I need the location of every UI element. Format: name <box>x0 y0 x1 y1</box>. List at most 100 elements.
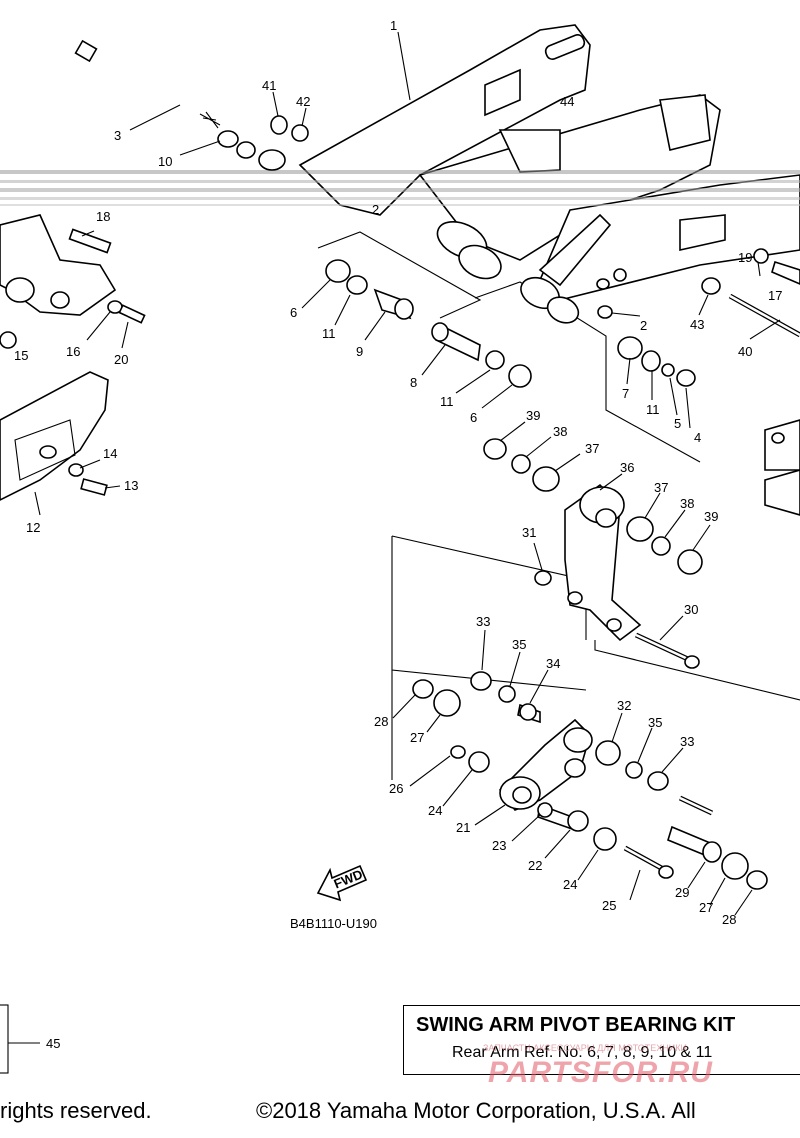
diagram-code: B4B1110-U190 <box>290 916 377 931</box>
chain-guide-right <box>764 419 800 516</box>
collar-9 <box>373 288 414 320</box>
callout: 3 <box>114 128 121 143</box>
callout: 30 <box>684 602 698 617</box>
callout: 18 <box>96 209 110 224</box>
callout: 4 <box>694 430 701 445</box>
collar-29 <box>667 825 722 863</box>
bearing-32 <box>595 740 621 766</box>
callout: 40 <box>738 344 752 359</box>
callout: 31 <box>522 525 536 540</box>
kit-title: SWING ARM PIVOT BEARING KIT <box>416 1014 736 1036</box>
seal-24a <box>468 751 490 773</box>
nut-4 <box>676 369 696 387</box>
seal-11a <box>346 275 368 295</box>
callout: 2 <box>640 318 647 333</box>
callout: 36 <box>620 460 634 475</box>
washer-35b <box>625 761 643 779</box>
bearing-27b <box>721 852 749 880</box>
callout: 20 <box>114 352 128 367</box>
bearing-10 <box>258 149 286 171</box>
callout: 39 <box>704 509 718 524</box>
nut-19 <box>753 248 769 264</box>
collar-34 <box>517 703 541 724</box>
callout: 24 <box>428 803 442 818</box>
watermark-tagline: ЗАПЧАСТИ АКСЕССУАРЫ ДЛЯ МОТОТЕХНИКИ <box>483 1043 687 1053</box>
callout: 21 <box>456 820 470 835</box>
callout: 32 <box>617 698 631 713</box>
callout: 28 <box>374 714 388 729</box>
seal-38b <box>651 536 671 556</box>
callout: 27 <box>699 900 713 915</box>
bearing-37a <box>532 466 560 492</box>
seal-10 <box>236 141 256 159</box>
washer-35a <box>498 685 516 703</box>
bearing-27a <box>433 689 461 717</box>
callout: 38 <box>680 496 694 511</box>
seal-38a <box>511 454 531 474</box>
callout: 9 <box>356 344 363 359</box>
callout: 8 <box>410 375 417 390</box>
callout: 45 <box>46 1036 60 1051</box>
fitting-2 <box>597 305 613 319</box>
callout: 11 <box>322 326 336 341</box>
callout: 25 <box>602 898 616 913</box>
callout: 19 <box>738 250 752 265</box>
callout: 29 <box>675 885 689 900</box>
callout: 43 <box>690 317 704 332</box>
callout: 28 <box>722 912 736 927</box>
collar-39a <box>483 438 507 460</box>
callout: 34 <box>546 656 560 671</box>
callout: 1 <box>390 18 397 33</box>
seal-33b <box>647 771 669 791</box>
callout: 33 <box>680 734 694 749</box>
kit-subtitle: Rear Arm Ref. No. 6, 7, 8, 9, 10 & 11 <box>452 1044 713 1061</box>
callout: 35 <box>648 715 662 730</box>
callout: 42 <box>296 94 310 109</box>
bearing-22 <box>567 810 589 832</box>
bushing-10 <box>217 130 239 148</box>
callout: 27 <box>410 730 424 745</box>
callout: 13 <box>124 478 138 493</box>
bearing-37b <box>626 516 654 542</box>
seal-11b <box>485 350 505 370</box>
callout: 5 <box>674 416 681 431</box>
seal-28a <box>412 679 434 699</box>
swing-arm <box>298 24 800 324</box>
callout-labels: 1 3 41 42 10 44 2 18 6 11 9 19 17 2 43 4… <box>14 18 782 1051</box>
callout: 10 <box>158 154 172 169</box>
footer-rights: rights reserved. <box>0 1098 152 1123</box>
callout: 37 <box>585 441 599 456</box>
callout: 38 <box>553 424 567 439</box>
collar-23 <box>537 802 576 832</box>
nut-26 <box>450 745 466 759</box>
bolt-25 <box>623 845 674 879</box>
seal-11c <box>641 350 661 372</box>
callout: 37 <box>654 480 668 495</box>
callout: 35 <box>512 637 526 652</box>
nut-41 <box>270 115 288 135</box>
bolt-40 <box>728 293 800 338</box>
bolt-small <box>678 795 714 816</box>
chain-guide-left <box>0 371 109 501</box>
callout: 23 <box>492 838 506 853</box>
collar-39b <box>677 549 703 575</box>
callout: 44 <box>560 94 574 109</box>
callout: 33 <box>476 614 490 629</box>
seal-28b <box>746 870 768 890</box>
footer-copyright: ©2018 Yamaha Motor Corporation, U.S.A. A… <box>256 1098 696 1123</box>
nut-31 <box>534 570 552 586</box>
watermark-logo: PARTSFOR.RU <box>488 1056 713 1089</box>
washer-42 <box>291 124 309 142</box>
bearing-7 <box>617 336 643 360</box>
washer-5 <box>661 363 675 377</box>
callout: 6 <box>290 305 297 320</box>
callout: 17 <box>768 288 782 303</box>
shaft-8 <box>431 322 481 362</box>
kit-info-box: SWING ARM PIVOT BEARING KIT Rear Arm Ref… <box>403 1005 800 1075</box>
collar-6a <box>325 259 351 283</box>
chain-tensioner-left <box>0 214 146 349</box>
callout: 24 <box>563 877 577 892</box>
callout: 11 <box>440 394 454 409</box>
callout: 7 <box>622 386 629 401</box>
